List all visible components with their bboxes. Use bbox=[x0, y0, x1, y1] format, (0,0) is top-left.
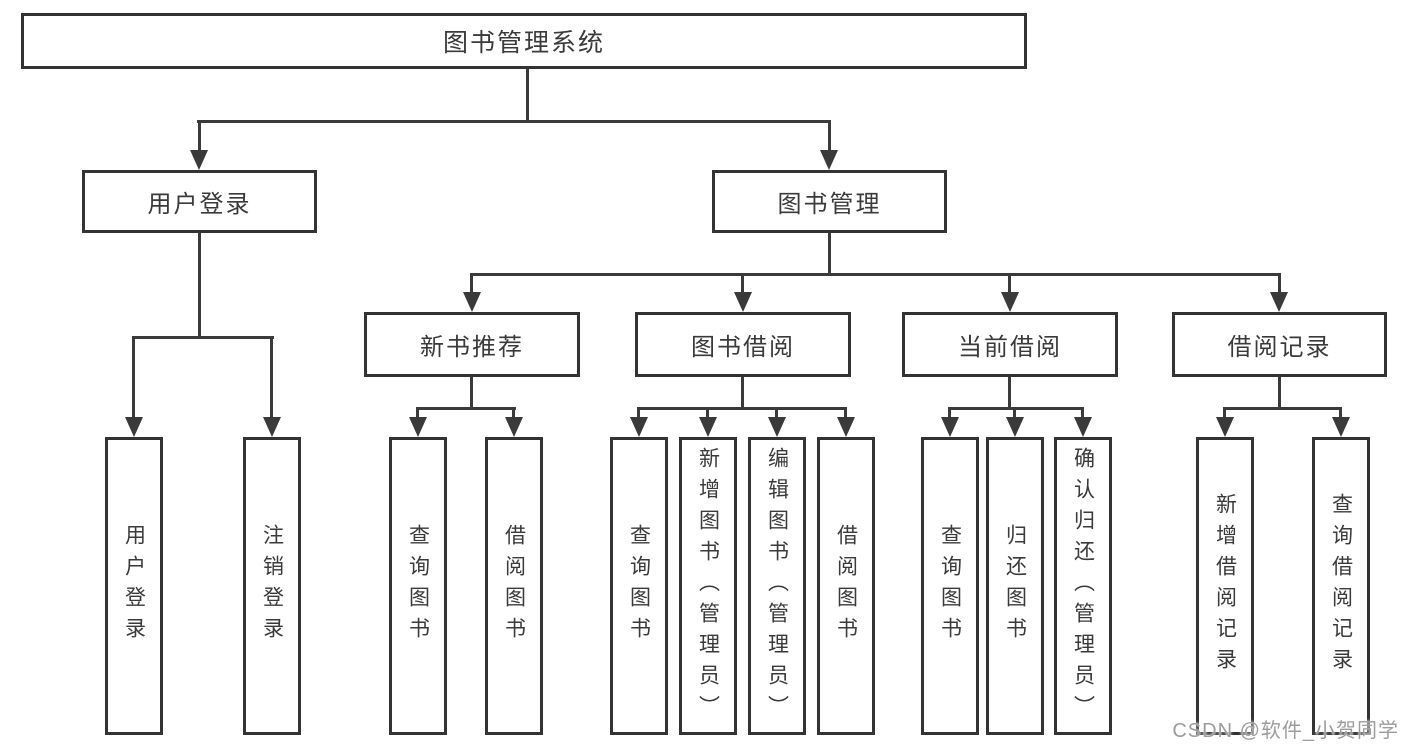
connector-line bbox=[706, 410, 709, 419]
arrow-down-icon bbox=[699, 417, 717, 437]
leaf-label: 查询图书 bbox=[406, 524, 430, 648]
leaf-label: 编辑图书（管理员） bbox=[765, 446, 789, 726]
connector-line bbox=[416, 410, 419, 419]
connector-line bbox=[828, 120, 831, 152]
leaf-current-return-book: 归还图书 bbox=[986, 437, 1044, 735]
connector-line bbox=[198, 233, 201, 339]
connector-line bbox=[1008, 377, 1011, 410]
arrow-down-icon bbox=[1074, 417, 1092, 437]
arrow-down-icon bbox=[463, 292, 481, 312]
leaf-record-query-borrow-record: 查询借阅记录 bbox=[1312, 437, 1370, 735]
connector-line bbox=[1013, 410, 1016, 419]
arrow-down-icon bbox=[837, 417, 855, 437]
connector-line bbox=[1278, 377, 1281, 410]
node-current-borrow: 当前借阅 bbox=[902, 312, 1118, 377]
connector-line bbox=[470, 276, 473, 294]
leaf-label: 用户登录 bbox=[122, 524, 146, 648]
leaf-label: 确认归还（管理员） bbox=[1071, 446, 1095, 726]
leaf-logout: 注销登录 bbox=[243, 437, 301, 735]
arrow-down-icon bbox=[190, 150, 208, 170]
arrow-down-icon bbox=[630, 417, 648, 437]
connector-line bbox=[1223, 407, 1342, 410]
arrow-down-icon bbox=[125, 417, 143, 437]
connector-line bbox=[197, 120, 831, 123]
connector-line bbox=[637, 407, 847, 410]
connector-line bbox=[1008, 276, 1011, 294]
connector-line bbox=[270, 339, 273, 419]
arrow-down-icon bbox=[409, 417, 427, 437]
arrow-down-icon bbox=[820, 150, 838, 170]
leaf-recommend-borrow-book: 借阅图书 bbox=[485, 437, 543, 735]
connector-line bbox=[775, 410, 778, 419]
connector-line bbox=[512, 410, 515, 419]
connector-line bbox=[741, 276, 744, 294]
connector-line bbox=[1081, 410, 1084, 419]
connector-line bbox=[741, 377, 744, 410]
leaf-label: 查询图书 bbox=[938, 524, 962, 648]
leaf-user-login: 用户登录 bbox=[105, 437, 163, 735]
leaf-record-add-borrow-record: 新增借阅记录 bbox=[1196, 437, 1254, 735]
leaf-label: 归还图书 bbox=[1003, 524, 1027, 648]
leaf-borrow-borrow-book: 借阅图书 bbox=[817, 437, 875, 735]
node-book-management: 图书管理 bbox=[712, 170, 947, 233]
node-borrow-record: 借阅记录 bbox=[1172, 312, 1387, 377]
connector-line bbox=[1223, 410, 1226, 419]
connector-line bbox=[844, 410, 847, 419]
csdn-watermark: CSDN @软件_小贺同学 bbox=[1172, 720, 1399, 742]
connector-line bbox=[198, 120, 201, 152]
leaf-label: 借阅图书 bbox=[834, 524, 858, 648]
leaf-borrow-query-book: 查询图书 bbox=[610, 437, 668, 735]
leaf-current-query-book: 查询图书 bbox=[921, 437, 979, 735]
leaf-label: 新增借阅记录 bbox=[1213, 493, 1237, 679]
connector-line bbox=[470, 377, 473, 410]
connector-line bbox=[1339, 410, 1342, 419]
arrow-down-icon bbox=[1216, 417, 1234, 437]
node-library-management-system: 图书管理系统 bbox=[21, 13, 1027, 69]
connector-line bbox=[526, 69, 529, 123]
connector-line bbox=[470, 273, 1281, 276]
leaf-label: 查询借阅记录 bbox=[1329, 493, 1353, 679]
leaf-borrow-edit-book-admin: 编辑图书（管理员） bbox=[748, 437, 806, 735]
node-new-book-recommend: 新书推荐 bbox=[364, 312, 580, 377]
leaf-recommend-query-book: 查询图书 bbox=[389, 437, 447, 735]
leaf-label: 查询图书 bbox=[627, 524, 651, 648]
connector-line bbox=[828, 233, 831, 276]
leaf-label: 注销登录 bbox=[260, 524, 284, 648]
arrow-down-icon bbox=[941, 417, 959, 437]
connector-line bbox=[416, 407, 516, 410]
arrow-down-icon bbox=[1270, 292, 1288, 312]
connector-line bbox=[132, 339, 135, 419]
node-book-borrow: 图书借阅 bbox=[635, 312, 851, 377]
connector-line bbox=[637, 410, 640, 419]
arrow-down-icon bbox=[768, 417, 786, 437]
arrow-down-icon bbox=[1006, 417, 1024, 437]
arrow-down-icon bbox=[263, 417, 281, 437]
node-user-login: 用户登录 bbox=[82, 170, 317, 233]
leaf-label: 借阅图书 bbox=[502, 524, 526, 648]
connector-line bbox=[948, 407, 1084, 410]
arrow-down-icon bbox=[1332, 417, 1350, 437]
connector-line bbox=[1278, 276, 1281, 294]
connector-line bbox=[132, 336, 274, 339]
leaf-borrow-add-book-admin: 新增图书（管理员） bbox=[679, 437, 737, 735]
leaf-current-confirm-return-admin: 确认归还（管理员） bbox=[1054, 437, 1112, 735]
leaf-label: 新增图书（管理员） bbox=[696, 446, 720, 726]
arrow-down-icon bbox=[734, 292, 752, 312]
connector-line bbox=[948, 410, 951, 419]
arrow-down-icon bbox=[1001, 292, 1019, 312]
arrow-down-icon bbox=[505, 417, 523, 437]
